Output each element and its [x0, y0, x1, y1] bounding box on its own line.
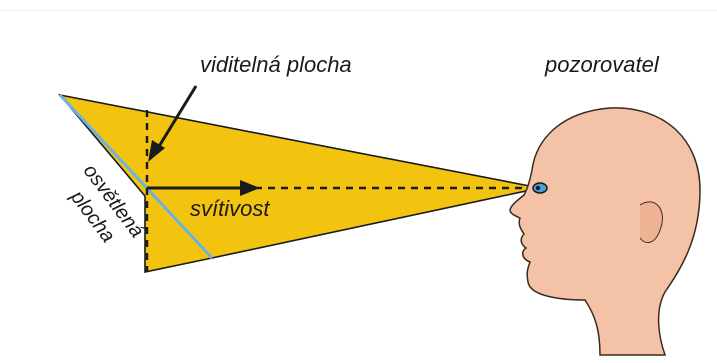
luminous-intensity-label: svítivost	[190, 196, 269, 222]
observer-pupil	[536, 186, 540, 190]
observer-label: pozorovatel	[545, 52, 659, 78]
light-cone	[60, 95, 540, 272]
observer-head	[510, 108, 700, 355]
visible-area-label: viditelná plocha	[200, 52, 352, 78]
